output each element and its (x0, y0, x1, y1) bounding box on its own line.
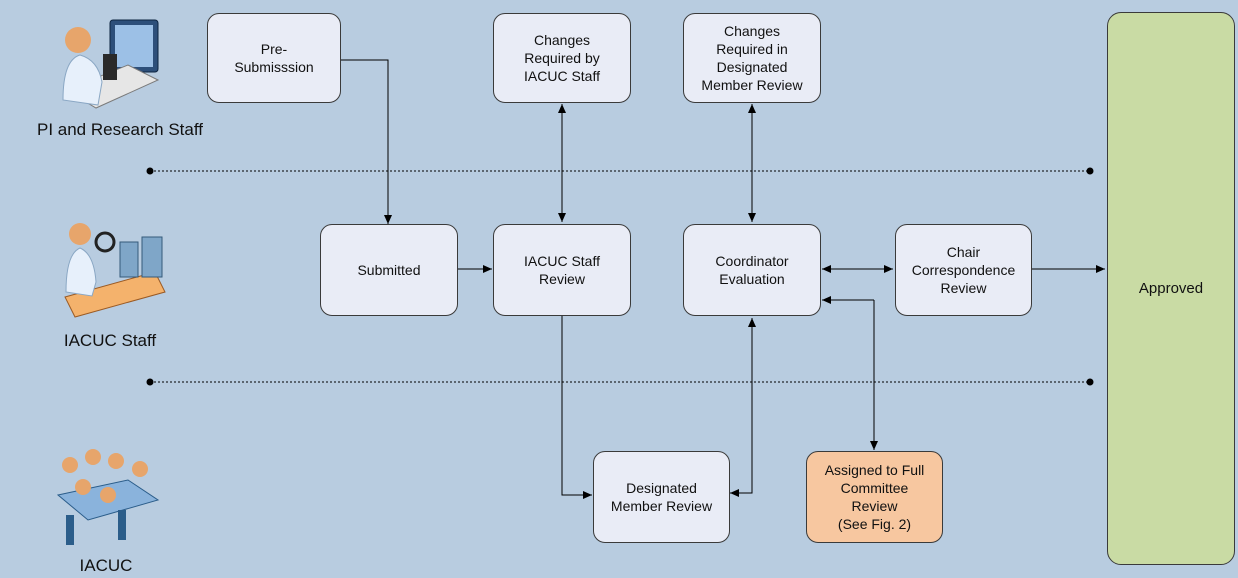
lane-divider-bottom (146, 378, 1094, 386)
node-full-committee-review: Assigned to Full Committee Review (See F… (806, 451, 943, 543)
node-changes-dmr: Changes Required in Designated Member Re… (683, 13, 821, 103)
node-approved: Approved (1107, 12, 1235, 565)
node-label: Changes Required by IACUC Staff (524, 31, 600, 85)
node-label: Submitted (357, 261, 421, 278)
node-pre-submission: Pre- Submisssion (207, 13, 341, 103)
scientist-microscope-icon (62, 19, 160, 109)
swimlane-label: IACUC (79, 556, 133, 575)
staff-inspector-icon (64, 223, 166, 318)
lane-divider-top (146, 167, 1094, 175)
node-label: Chair Correspondence Review (911, 243, 1016, 297)
node-label: Coordinator Evaluation (715, 252, 789, 287)
node-coordinator-evaluation: Coordinator Evaluation (683, 224, 821, 316)
swimlane-label: IACUC Staff (63, 331, 157, 350)
node-label: Assigned to Full Committee Review (See F… (824, 461, 925, 533)
node-iacuc-staff-review: IACUC Staff Review (493, 224, 631, 316)
node-label: Changes Required in Designated Member Re… (701, 22, 803, 94)
node-label: Approved (1138, 279, 1204, 297)
connector-staff-to-dmr (561, 316, 592, 499)
node-submitted: Submitted (320, 224, 458, 316)
connector-dmr-to-coord (730, 318, 756, 494)
node-chair-review: Chair Correspondence Review (895, 224, 1032, 316)
node-label: IACUC Staff Review (524, 252, 600, 287)
committee-meeting-icon (56, 449, 160, 545)
node-designated-member-review: Designated Member Review (593, 451, 730, 543)
node-changes-by-staff: Changes Required by IACUC Staff (493, 13, 631, 103)
swimlane-label: PI and Research Staff (36, 120, 204, 139)
node-label: Designated Member Review (610, 479, 713, 514)
node-label: Pre- Submisssion (234, 40, 314, 75)
connector-pre-to-submitted (340, 59, 392, 224)
